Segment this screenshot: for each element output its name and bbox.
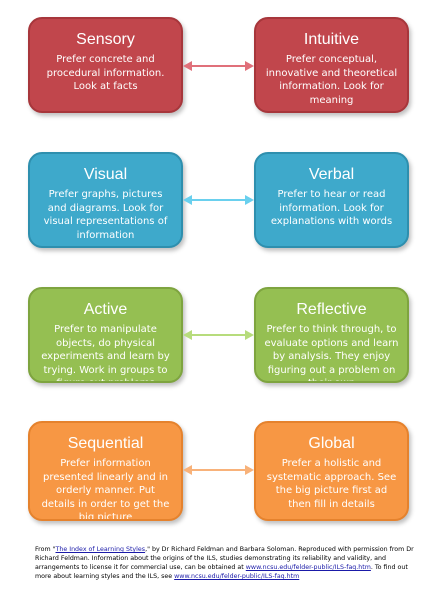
- sensory-box: Sensory Prefer concrete and procedural i…: [28, 17, 183, 113]
- verbal-box: Verbal Prefer to hear or read informatio…: [254, 152, 409, 248]
- sequential-title: Sequential: [67, 435, 144, 452]
- global-title: Global: [308, 435, 355, 452]
- active-box: Active Prefer to manipulate objects, do …: [28, 287, 183, 383]
- citation-middle: ," by Dr Richard Feldman and Barbara Sol…: [35, 546, 414, 571]
- active-title: Active: [83, 301, 128, 318]
- active-description: Prefer to manipulate objects, do physica…: [41, 324, 170, 381]
- visual-title: Visual: [83, 166, 128, 183]
- reflective-title: Reflective: [296, 301, 367, 318]
- intuitive-box: Intuitive Prefer conceptual, innovative …: [254, 17, 409, 113]
- reflective-description: Prefer to think through, to evaluate opt…: [264, 324, 399, 381]
- sensory-title: Sensory: [76, 31, 135, 48]
- reflective-box: Reflective Prefer to think through, to e…: [254, 287, 409, 383]
- visual-description: Prefer graphs, pictures and diagrams. Lo…: [43, 189, 168, 241]
- visual-box: Visual Prefer graphs, pictures and diagr…: [28, 152, 183, 248]
- sequential-box: Sequential Prefer information presented …: [28, 421, 183, 521]
- citation-after-link1: . To find out more about learning styles…: [35, 564, 408, 580]
- source-title-link[interactable]: The Index of Learning Styles: [55, 546, 146, 553]
- sensory-intuitive-double-arrow: [183, 61, 254, 71]
- citation-prefix: From ": [35, 546, 56, 553]
- active-reflective-double-arrow: [183, 330, 254, 340]
- sequential-description: Prefer information presented linearly an…: [41, 458, 170, 521]
- global-box: Global Prefer a holistic and systematic …: [254, 421, 409, 521]
- visual-verbal-double-arrow: [183, 195, 254, 205]
- ils-faq-link-1[interactable]: www.ncsu.edu/felder-public/ILS-faq.htm: [245, 564, 371, 571]
- ils-faq-link-2[interactable]: www.ncsu.edu/felder-public/ILS-faq.htm: [174, 573, 300, 580]
- verbal-description: Prefer to hear or read information. Look…: [270, 189, 393, 227]
- sequential-global-double-arrow: [183, 465, 254, 475]
- intuitive-title: Intuitive: [303, 31, 360, 48]
- global-description: Prefer a holistic and systematic approac…: [266, 458, 397, 510]
- verbal-title: Verbal: [308, 166, 355, 183]
- intuitive-description: Prefer conceptual, innovative and theore…: [265, 54, 398, 106]
- citation-text: From "The Index of Learning Styles," by …: [35, 545, 415, 581]
- sensory-description: Prefer concrete and procedural informati…: [46, 54, 165, 92]
